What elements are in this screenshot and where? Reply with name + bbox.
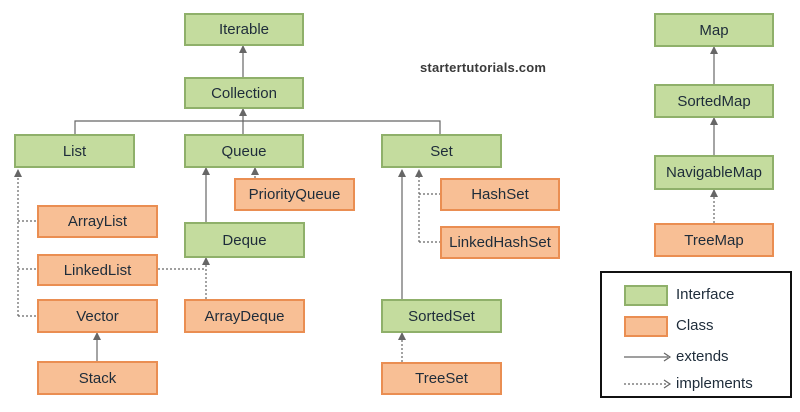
node-treemap: TreeMap <box>654 223 774 257</box>
legend-interface-label: Interface <box>676 286 735 303</box>
legend-class-swatch <box>624 316 668 337</box>
legend-implements-line <box>624 379 672 389</box>
node-navigablemap: NavigableMap <box>654 155 774 190</box>
node-treeset: TreeSet <box>381 362 502 395</box>
legend-interface-swatch <box>624 285 668 306</box>
legend: Interface Class extends implements <box>600 271 792 398</box>
node-map: Map <box>654 13 774 47</box>
node-arraylist: ArrayList <box>37 205 158 238</box>
node-list: List <box>14 134 135 168</box>
node-arraydeque: ArrayDeque <box>184 299 305 333</box>
node-queue: Queue <box>184 134 304 168</box>
node-iterable: Iterable <box>184 13 304 46</box>
legend-extends-line <box>624 352 672 362</box>
node-deque: Deque <box>184 222 305 258</box>
node-stack: Stack <box>37 361 158 395</box>
node-set: Set <box>381 134 502 168</box>
node-hashset: HashSet <box>440 178 560 211</box>
node-vector: Vector <box>37 299 158 333</box>
node-sortedset: SortedSet <box>381 299 502 333</box>
node-sortedmap: SortedMap <box>654 84 774 118</box>
node-linkedlist: LinkedList <box>37 254 158 286</box>
legend-implements-label: implements <box>676 375 753 392</box>
node-priorityqueue: PriorityQueue <box>234 178 355 211</box>
legend-class-label: Class <box>676 317 714 334</box>
node-collection: Collection <box>184 77 304 109</box>
watermark-text: startertutorials.com <box>420 60 547 75</box>
legend-extends-label: extends <box>676 348 729 365</box>
edge-list-collection <box>74 120 243 134</box>
node-linkedhashset: LinkedHashSet <box>440 226 560 259</box>
edge-set-collection <box>243 120 441 134</box>
